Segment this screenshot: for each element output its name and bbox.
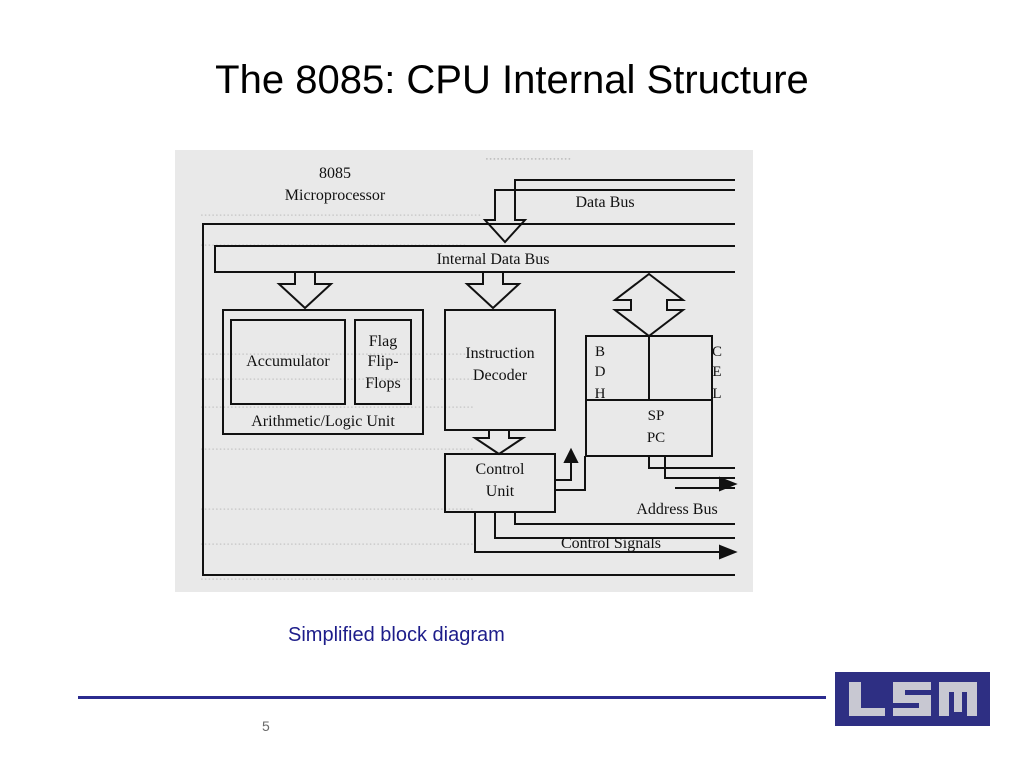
microprocessor-label-line2: Microprocessor (285, 187, 386, 204)
svg-text:..............................: ........................................… (200, 234, 466, 250)
instruction-decoder-label-line2: Decoder (473, 367, 528, 384)
block-diagram: ....................... ................… (175, 150, 753, 592)
alu-block (222, 309, 424, 435)
address-bus-line (648, 456, 735, 469)
register-c-label: C (712, 344, 722, 360)
register-h-label: H (595, 386, 606, 402)
register-l-label: L (712, 386, 721, 402)
bleed-through-texture: ....................... ................… (175, 150, 753, 592)
register-e-label: E (712, 364, 721, 380)
figure-caption: Simplified block diagram (288, 624, 505, 646)
svg-text:.......................: ....................... (485, 154, 571, 170)
svg-text:..............................: ........................................… (200, 533, 474, 549)
page-number: 5 (262, 718, 270, 734)
flag-label-line2: Flip- (367, 353, 398, 370)
control-unit-label-line1: Control (476, 461, 525, 478)
register-pc-label: PC (647, 430, 665, 446)
svg-text:..............................: ........................................… (200, 368, 474, 384)
control-unit-label-line2: Unit (486, 483, 515, 500)
lsm-logo-mark (849, 682, 977, 716)
accumulator-register (230, 319, 346, 405)
svg-text:..............................: ........................................… (200, 498, 474, 514)
microprocessor-border (202, 223, 735, 576)
footer-divider (78, 696, 826, 699)
flag-label-line3: Flops (365, 375, 401, 392)
lsm-logo (835, 672, 990, 726)
alu-input-arrow (276, 271, 334, 310)
register-d-label: D (595, 364, 606, 380)
svg-text:..............................: ........................................… (200, 438, 474, 454)
flag-flip-flops-register (354, 319, 412, 405)
svg-text:..............................: ........................................… (200, 343, 474, 359)
register-b-label: B (595, 344, 605, 360)
instruction-decoder-label-line1: Instruction (465, 345, 534, 362)
control-signals-line (474, 512, 735, 553)
register-sp-label: SP (648, 408, 665, 424)
decoder-input-arrow (464, 271, 522, 310)
address-bus-label: Address Bus (636, 501, 717, 518)
alu-label: Arithmetic/Logic Unit (251, 413, 395, 430)
data-bus-arrow (482, 179, 735, 244)
block-diagram-figure: ....................... ................… (175, 150, 753, 592)
slide-title: The 8085: CPU Internal Structure (215, 58, 809, 102)
data-bus-label: Data Bus (575, 194, 634, 211)
microprocessor-label-line1: 8085 (319, 165, 351, 182)
control-unit-block (444, 453, 556, 513)
decoder-to-control-arrow (471, 429, 527, 456)
svg-text:..............................: ........................................… (200, 204, 481, 220)
internal-data-bus-label: Internal Data Bus (437, 251, 550, 268)
accumulator-label: Accumulator (246, 353, 330, 370)
flag-label-line1: Flag (369, 333, 397, 350)
control-signals-label: Control Signals (561, 535, 661, 552)
